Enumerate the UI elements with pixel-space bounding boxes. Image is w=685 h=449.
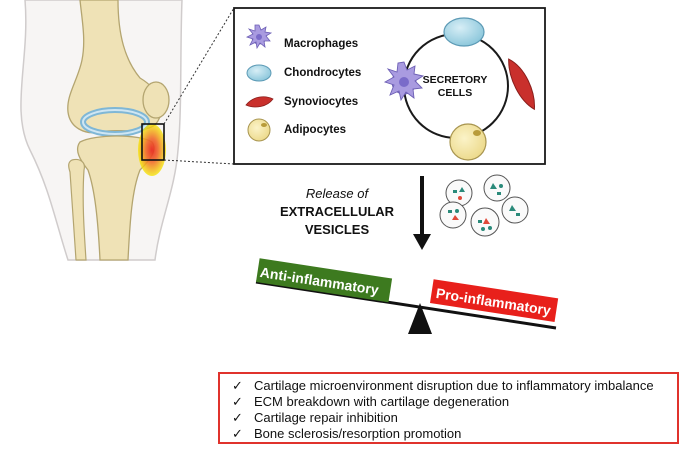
vesicle <box>470 207 500 237</box>
cycle-adipocyte-icon <box>449 123 487 161</box>
outcome-item: ✓ Cartilage microenvironment disruption d… <box>232 378 677 394</box>
cycle-chondrocyte-icon <box>443 17 485 47</box>
balance-fulcrum <box>408 303 432 334</box>
release-line1: Release of <box>305 186 369 201</box>
anti-inflammatory-box <box>255 258 393 303</box>
knee-illustration <box>20 0 183 261</box>
pro-inflammatory-box <box>430 279 559 323</box>
vesicle <box>501 196 529 224</box>
synoviocyte-icon <box>245 96 274 108</box>
legend-label-adipocytes: Adipocytes <box>284 124 346 136</box>
check-icon: ✓ <box>232 378 243 393</box>
release-text: Release of EXTRACELLULAR VESICLES <box>262 185 412 239</box>
release-line3: VESICLES <box>304 222 370 237</box>
balance-beam <box>255 280 557 330</box>
outcome-text: Cartilage repair inhibition <box>254 410 398 425</box>
vesicle <box>439 201 467 229</box>
balance-scale <box>255 258 559 334</box>
chondrocyte-icon <box>246 64 272 82</box>
zoom-panel <box>233 7 546 165</box>
vesicle <box>483 174 511 202</box>
check-icon: ✓ <box>232 426 243 441</box>
outcome-item: ✓ Bone sclerosis/resorption promotion <box>232 426 677 442</box>
secretory-cells-label: SECRETORY CELLS <box>410 74 500 100</box>
outcome-text: Bone sclerosis/resorption promotion <box>254 426 462 441</box>
outcomes-box: ✓ Cartilage microenvironment disruption d… <box>218 372 679 444</box>
macrophage-icon <box>245 24 273 50</box>
fibula-bone <box>68 158 87 261</box>
extracellular-vesicles <box>439 174 529 237</box>
cycle-macrophage-icon <box>383 61 425 102</box>
outcome-item: ✓ ECM breakdown with cartilage degenerati… <box>232 394 677 410</box>
outcome-text: Cartilage microenvironment disruption du… <box>254 378 654 393</box>
check-icon: ✓ <box>232 410 243 425</box>
cycle-synoviocyte-icon <box>508 58 535 111</box>
legend-label-chondrocytes: Chondrocytes <box>284 67 362 79</box>
zoom-region-box <box>141 123 165 161</box>
check-icon: ✓ <box>232 394 243 409</box>
release-arrow <box>413 176 431 250</box>
legend-label-macrophages: Macrophages <box>284 38 359 50</box>
patella-bone <box>142 81 170 119</box>
outcome-text: ECM breakdown with cartilage degeneratio… <box>254 394 510 409</box>
secretory-cells-line2: CELLS <box>437 87 473 99</box>
vesicle <box>445 179 473 207</box>
inflammation-highlight <box>138 124 166 176</box>
release-line2: EXTRACELLULAR <box>279 204 395 219</box>
legend-label-synoviocytes: Synoviocytes <box>284 96 359 108</box>
outcome-item: ✓ Cartilage repair inhibition <box>232 410 677 426</box>
secretory-cells-line1: SECRETORY <box>422 74 488 86</box>
adipocyte-icon <box>247 118 271 142</box>
zoom-line-top <box>163 7 235 125</box>
